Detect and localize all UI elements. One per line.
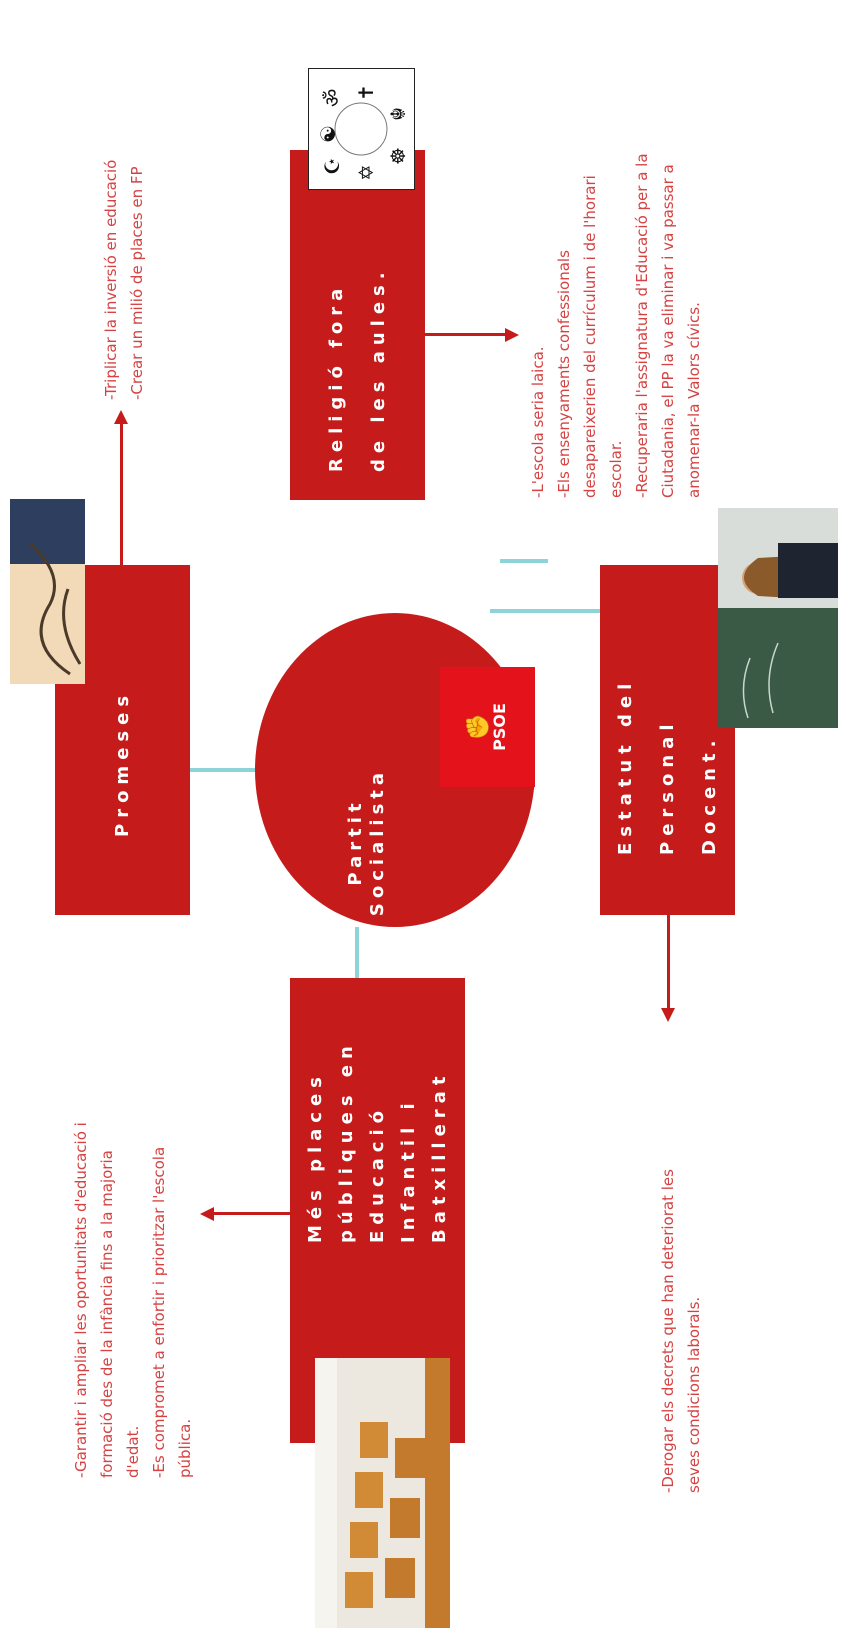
promeses-desc-line-1: -Triplicar la inversió en educació <box>102 159 120 400</box>
svg-text:☬: ☬ <box>388 107 410 121</box>
central-node: Partit Socialista ✊ PSOE <box>255 613 535 927</box>
arrow-head-promeses <box>114 410 128 424</box>
places-desc-line-1: -Garantir i ampliar les oportunitats d'e… <box>72 1122 90 1478</box>
places-line-2: públiques en <box>336 1040 357 1243</box>
psoe-logo-text: PSOE <box>490 703 509 751</box>
places-line-3: Educació <box>367 1104 388 1243</box>
religio-desc-line-2: -Els ensenyaments confessionals <box>555 250 573 498</box>
rose-fist-icon: ✊ <box>465 713 490 741</box>
religio-line-1: Religió fora <box>325 282 347 472</box>
psoe-logo: ✊ PSOE <box>440 667 535 787</box>
arrow-promeses <box>120 422 123 565</box>
promeses-description: -Triplicar la inversió en educació -Crea… <box>98 20 150 400</box>
teacher-photo-icon <box>718 508 838 728</box>
svg-text:☸: ☸ <box>388 147 410 165</box>
promeses-desc-line-2: -Crear un milió de places en FP <box>128 166 146 400</box>
places-desc-line-5: pública. <box>176 1418 194 1478</box>
places-line-4: Infantil i <box>398 1097 419 1243</box>
node-religio: Religió fora de les aules. <box>290 150 425 500</box>
religio-desc-line-5: -Recuperaria l'assignatura d'Educació pe… <box>633 153 651 498</box>
central-title: Partit Socialista <box>345 757 389 927</box>
places-desc-line-4: -Es compromet a enfortir i prioritzar l'… <box>150 1146 168 1478</box>
arrow-head-religio <box>505 328 519 342</box>
arrow-head-places <box>200 1207 214 1221</box>
places-desc-line-2: formació des de la infància fins a la ma… <box>98 1150 116 1478</box>
religio-line-2: de les aules. <box>367 266 389 472</box>
promeses-label: Promeses <box>111 689 133 837</box>
arrow-head-estatut <box>661 1008 675 1022</box>
religio-desc-line-1: -L'escola seria laica. <box>529 346 547 498</box>
estatut-line-1: Estatut del <box>614 677 636 855</box>
places-line-5: Batxillerat <box>429 1070 450 1243</box>
connector-religio <box>500 559 548 563</box>
pinky-promise-icon <box>10 499 85 684</box>
central-title-line-2: Socialista <box>367 767 388 917</box>
connector-promeses <box>190 768 255 772</box>
arrow-religio <box>425 333 507 336</box>
estatut-line-2: Personal <box>656 718 678 856</box>
svg-text:ॐ: ॐ <box>322 89 344 107</box>
religio-desc-line-7: anomenar-la Valors cívics. <box>685 302 703 498</box>
estatut-description: -Derogar els decrets que han deteriorat … <box>655 1038 707 1493</box>
places-line-1: Més places <box>305 1071 326 1243</box>
connector-estatut <box>490 609 600 613</box>
node-estatut: Estatut del Personal Docent. <box>600 565 735 915</box>
places-description: -Garantir i ampliar les oportunitats d'e… <box>68 978 198 1478</box>
religio-desc-line-6: Ciutadania, el PP la va eliminar i va pa… <box>659 164 677 498</box>
religion-symbols-icon: ☪ ☯ ॐ ✡ ✝ ☸ ☬ <box>308 68 415 190</box>
estatut-desc-line-2: seves condicions laborals. <box>685 1296 703 1493</box>
svg-text:✝: ✝ <box>356 84 378 101</box>
religio-desc-line-3: desapareixerien del currículum i de l'ho… <box>581 175 599 498</box>
svg-text:☪: ☪ <box>322 157 344 175</box>
svg-text:✡: ✡ <box>356 164 378 181</box>
svg-text:☯: ☯ <box>318 125 340 143</box>
estatut-desc-line-1: -Derogar els decrets que han deteriorat … <box>659 1169 677 1493</box>
classroom-photo-icon <box>315 1358 450 1628</box>
arrow-estatut <box>667 915 670 1008</box>
places-desc-line-3: d'edat. <box>124 1425 142 1478</box>
arrow-places <box>213 1212 290 1215</box>
central-title-line-1: Partit <box>345 798 366 886</box>
religio-desc-line-4: escolar. <box>607 440 625 498</box>
religio-description: -L'escola seria laica. -Els ensenyaments… <box>525 3 707 498</box>
